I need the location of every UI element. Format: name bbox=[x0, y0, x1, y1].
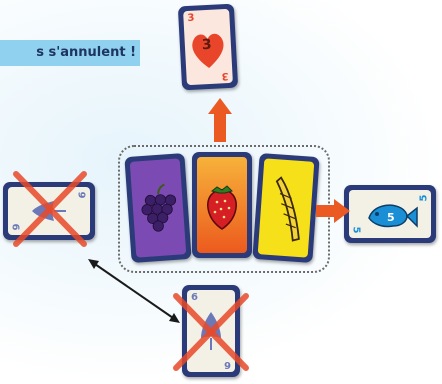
card-spade-6-bottom[interactable]: 6 6 bbox=[182, 285, 240, 377]
card-strawberry[interactable] bbox=[192, 152, 252, 258]
spade-icon bbox=[32, 201, 66, 221]
fish-icon: 5 bbox=[368, 204, 418, 228]
banana-icon bbox=[275, 176, 300, 242]
rule-banner: s s'annulent ! bbox=[0, 40, 140, 66]
card-banana[interactable] bbox=[252, 153, 320, 263]
card-spade-6-left[interactable]: 6 6 bbox=[3, 182, 95, 240]
card-grapes[interactable] bbox=[124, 153, 192, 263]
strawberry-icon bbox=[207, 185, 237, 230]
card-fish-5[interactable]: 5 5 5 bbox=[344, 185, 436, 243]
spade-icon bbox=[201, 312, 221, 350]
heart-icon bbox=[192, 33, 224, 68]
rule-banner-text: s s'annulent ! bbox=[36, 45, 136, 60]
grapes-icon bbox=[141, 183, 177, 232]
card-center-number: 5 bbox=[387, 211, 395, 224]
card-heart-3[interactable]: 3 3 3 bbox=[177, 3, 239, 91]
card-center-number: 3 bbox=[201, 36, 213, 54]
